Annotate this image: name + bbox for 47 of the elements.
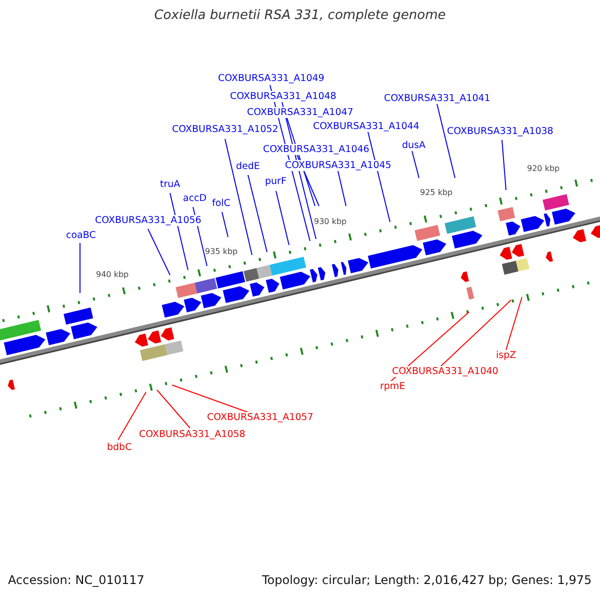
gene-label: COXBURSA331_A1045 bbox=[285, 160, 392, 171]
gene-label: COXBURSA331_A1057 bbox=[207, 412, 314, 423]
gene-label: COXBURSA331_A1048 bbox=[230, 91, 336, 102]
leader-line bbox=[368, 132, 390, 222]
leader-line bbox=[156, 390, 190, 428]
leader-line bbox=[170, 192, 188, 270]
gene-label: COXBURSA331_A1041 bbox=[384, 93, 490, 104]
gene-label: COXBURSA331_A1052 bbox=[172, 124, 278, 135]
scale-label: 940 kbp bbox=[96, 270, 129, 280]
gene-label: purF bbox=[265, 176, 286, 187]
scale-label: 925 kbp bbox=[420, 188, 453, 198]
gene-label: COXBURSA331_A1040 bbox=[392, 366, 498, 377]
gene-label: COXBURSA331_A1058 bbox=[139, 429, 246, 440]
gene-label: COXBURSA331_A1044 bbox=[313, 121, 420, 132]
leader-line bbox=[118, 392, 146, 440]
scale-label: 935 kbp bbox=[205, 247, 238, 257]
gene-label: dedE bbox=[236, 161, 260, 172]
leader-line bbox=[224, 138, 252, 256]
gene-label: dusA bbox=[402, 140, 426, 151]
diagram-title: Coxiella burnetii RSA 331, complete genome bbox=[153, 10, 447, 21]
gene-label: folC bbox=[212, 198, 230, 209]
leader-line bbox=[276, 190, 290, 246]
footer-note: Topology: circular; Length: 2,016,427 bp; Genes: 1,975 bbox=[262, 575, 592, 586]
gene-label: bdbC bbox=[107, 442, 132, 453]
leader-line bbox=[248, 174, 268, 252]
gene-label: COXBURSA331_A1047 bbox=[247, 107, 354, 118]
leader-line bbox=[148, 228, 170, 276]
gene-label: ispZ bbox=[496, 350, 516, 361]
gene-label: COXBURSA331_A1049 bbox=[218, 73, 324, 84]
leader-line bbox=[412, 150, 420, 178]
scale-label: 920 kbp bbox=[527, 164, 560, 174]
leader-line bbox=[338, 170, 346, 206]
leader-line bbox=[506, 296, 522, 350]
gene-label: COXBURSA331_A1038 bbox=[447, 126, 554, 137]
leader-line bbox=[440, 300, 512, 368]
gene-label: COXBURSA331_A1056 bbox=[95, 215, 202, 226]
gene-label: coaBC bbox=[66, 230, 96, 241]
gene-label: truA bbox=[160, 179, 180, 190]
leader-line bbox=[222, 212, 228, 238]
leader-line bbox=[436, 104, 456, 178]
leader-line bbox=[172, 384, 250, 414]
leader-line bbox=[502, 140, 506, 190]
gene-label: rpmE bbox=[380, 381, 406, 392]
footer-note: Accession: NC_010117 bbox=[8, 575, 144, 586]
gene-label: accD bbox=[183, 193, 207, 204]
gene-label: COXBURSA331_A1046 bbox=[263, 144, 370, 155]
scale-label: 930 kbp bbox=[314, 217, 347, 227]
